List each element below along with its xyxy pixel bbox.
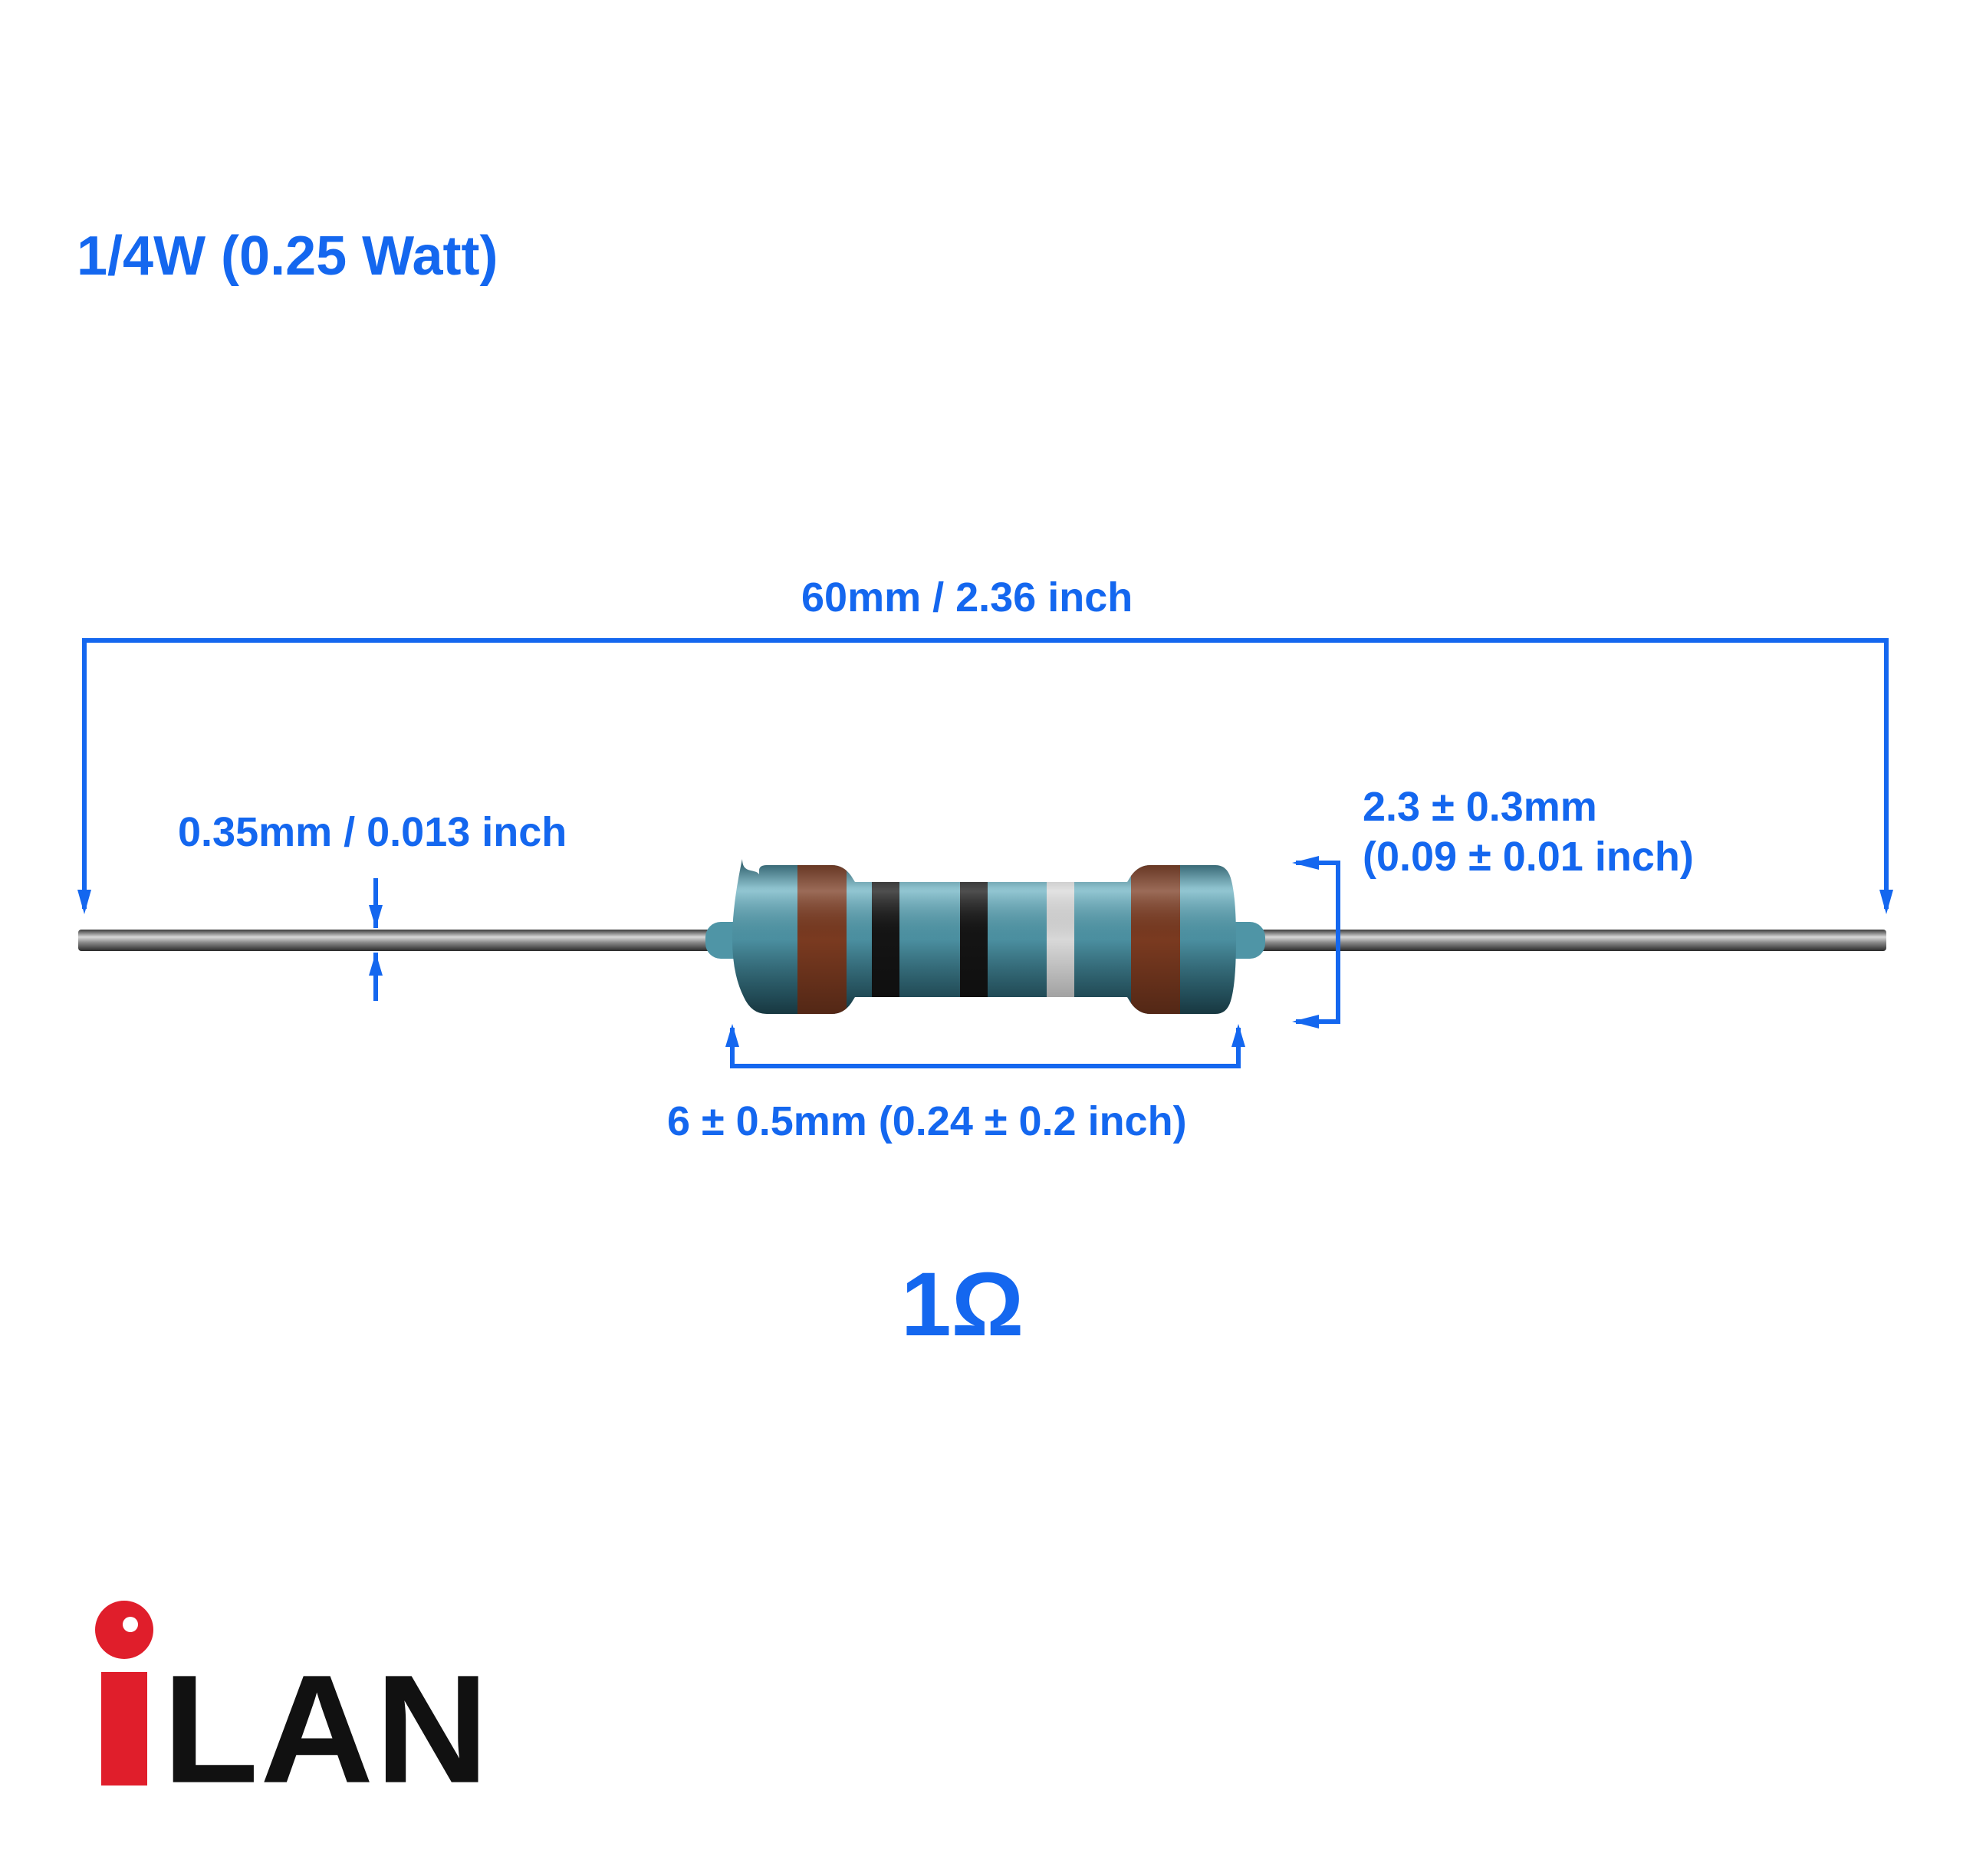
body-length-label: 6 ± 0.5mm (0.24 ± 0.2 inch)	[667, 1098, 1187, 1144]
power-rating-title: 1/4W (0.25 Watt)	[77, 225, 498, 287]
body-diameter-arrow-top	[1292, 856, 1319, 870]
body-length-bracket	[730, 1028, 1241, 1068]
resistor-body	[705, 859, 1265, 1014]
ilan-logo: LAN	[84, 1599, 488, 1806]
overall-length-label: 60mm / 2.36 inch	[801, 574, 1133, 620]
resistance-value-label: 1Ω	[901, 1254, 1024, 1355]
overall-length-arrow-left	[77, 890, 91, 914]
logo-wordmark: LAN	[163, 1643, 491, 1815]
body-diameter-arrow-bottom	[1292, 1015, 1319, 1029]
left-lead-wire	[78, 930, 722, 951]
body-length-arrow-right	[1231, 1024, 1245, 1047]
lead-diameter-label: 0.35mm / 0.013 inch	[178, 809, 567, 855]
body-length-arrow-left	[725, 1024, 739, 1047]
logo-i-glyph	[95, 1601, 153, 1785]
overall-length-arrow-right	[1879, 890, 1893, 914]
body-diameter-mm-label: 2.3 ± 0.3mm	[1363, 784, 1597, 830]
overall-length-bracket	[82, 638, 1889, 909]
body-diameter-inch-label: (0.09 ± 0.01 inch)	[1363, 834, 1694, 880]
logo-letters: LAN	[163, 1643, 491, 1815]
lead-diameter-arrow-bottom	[369, 953, 383, 976]
lead-diameter-arrow-top	[369, 905, 383, 928]
right-lead-wire	[1248, 930, 1886, 951]
